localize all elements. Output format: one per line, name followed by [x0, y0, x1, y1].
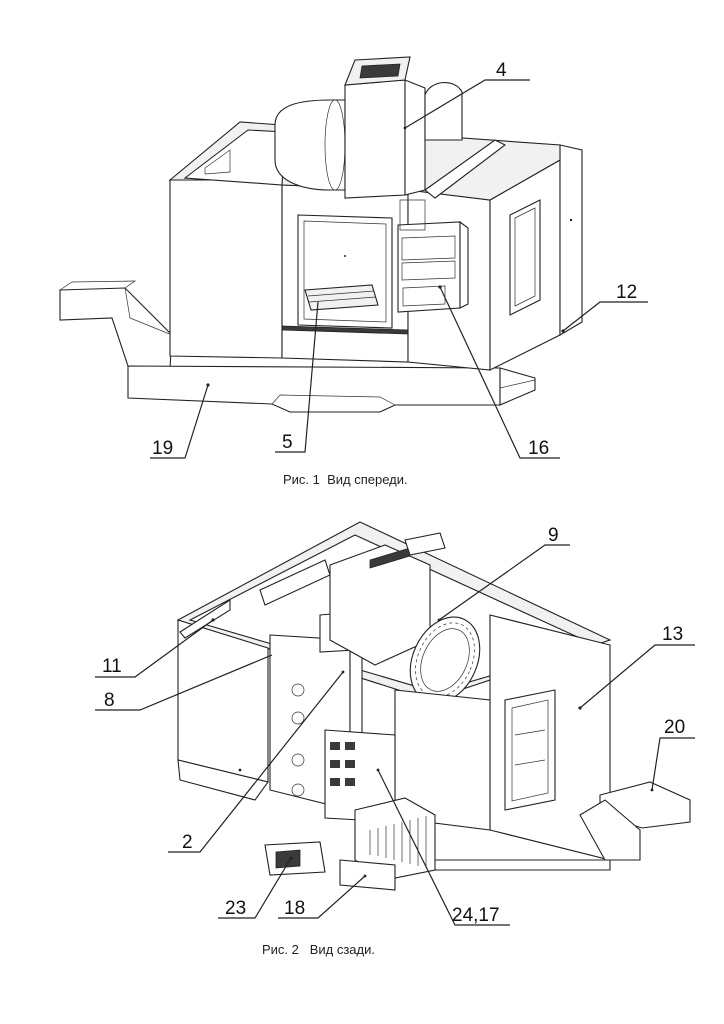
callout-label-11: 11: [102, 656, 122, 677]
spindle-head: [344, 79, 406, 199]
callout-label-2: 2: [182, 832, 193, 853]
callout-line-8: [95, 654, 273, 711]
callout-label-16: 16: [528, 438, 549, 459]
callout-label-8: 8: [104, 690, 115, 711]
figure-1-caption: Рис. 1 Вид спереди.: [283, 472, 408, 487]
callout-line-4: [404, 79, 530, 129]
callout-label-24-17: 24,17: [452, 905, 500, 926]
enclosure-left-rear-panel: [177, 619, 269, 783]
machine-base: [127, 365, 501, 413]
door-window: [297, 214, 393, 329]
rear-window: [504, 689, 556, 811]
callout-line-24-17: [377, 769, 510, 926]
callout-label-9: 9: [548, 525, 559, 546]
callout-label-19: 19: [152, 438, 173, 459]
callout-line-9: [438, 544, 570, 621]
enclosure-left-panel: [169, 179, 283, 359]
work-table: [304, 284, 379, 311]
callout-line-18: [278, 875, 366, 919]
callout-line-20: [651, 737, 695, 791]
figure-1-machine-front-view: [59, 56, 648, 459]
callout-line-13: [579, 644, 695, 709]
callout-line-16: [439, 286, 560, 459]
callout-label-12: 12: [616, 282, 637, 303]
figure-2-caption: Рис. 2 Вид сзади.: [262, 942, 376, 957]
side-window: [509, 199, 541, 316]
callout-line-12: [562, 301, 648, 332]
overhead-beam: [424, 139, 507, 199]
control-panel: [397, 221, 461, 313]
spindle-motor: [274, 99, 346, 191]
callout-label-20: 20: [664, 717, 685, 738]
hydraulic-unit: [354, 797, 436, 881]
support-bracket: [339, 859, 396, 891]
callout-label-5: 5: [282, 432, 293, 453]
figure-2-machine-rear-view: [95, 521, 695, 926]
callout-line-2: [168, 671, 344, 853]
callout-line-19: [150, 384, 209, 459]
callout-line-23: [218, 857, 292, 919]
callout-line-11: [95, 619, 214, 678]
callout-label-13: 13: [662, 624, 683, 645]
callout-label-4: 4: [496, 60, 507, 81]
callout-label-18: 18: [284, 898, 305, 919]
callout-line-5: [275, 301, 319, 453]
callout-label-23: 23: [225, 898, 246, 919]
